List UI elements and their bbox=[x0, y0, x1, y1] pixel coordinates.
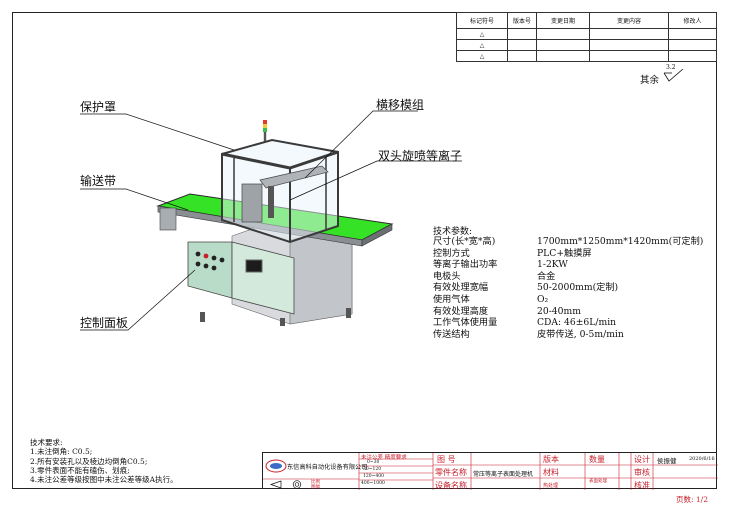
rev-header-editor: 修改人 bbox=[668, 11, 717, 30]
review-label: 审核 bbox=[634, 468, 650, 477]
roughness-value: 3.2 bbox=[666, 64, 676, 71]
page-number: 页数: 1/2 bbox=[676, 495, 708, 504]
remaining-label: 其余 bbox=[640, 75, 660, 86]
company-logo-icon bbox=[265, 459, 287, 473]
machine-illustration bbox=[156, 120, 394, 326]
tech-req-item: 3.零件表面不能有磕伤、划痕; bbox=[30, 465, 130, 475]
tech-req-title: 技术要求: bbox=[30, 438, 63, 447]
part-name: 常压等离子表面处理机 bbox=[473, 471, 534, 478]
tech-requirements: 技术要求: 1.未注倒角: C0.5; 2.所有安装孔以及棱边均倒角C0.5; … bbox=[30, 438, 178, 484]
rev-header-content: 变更内容 bbox=[589, 11, 669, 30]
device-name-label: 设备名称 bbox=[435, 481, 467, 490]
revision-table: 标记符号 版本号 变更日期 变更内容 修改人 △ △ △ bbox=[456, 11, 717, 62]
tolerance-row: 400~1000 bbox=[361, 481, 385, 486]
design-date: 2020/6/16 bbox=[689, 456, 715, 462]
tech-req-item: 1.未注倒角: C0.5; bbox=[30, 447, 93, 457]
tech-req-item: 4.未注公差等级按图中未注公差等级A执行。 bbox=[30, 475, 178, 485]
approve-label: 核准 bbox=[634, 481, 650, 490]
material-label: 材料 bbox=[543, 468, 559, 477]
tech-req-item: 2.所有安装孔以及棱边均倒角C0.5; bbox=[30, 456, 148, 466]
roughness-symbol bbox=[663, 69, 684, 82]
tolerance-row: 30~120 bbox=[363, 467, 382, 472]
projection-symbol-icon bbox=[269, 480, 302, 489]
format-label: 图幅 bbox=[311, 485, 320, 490]
design-label: 设计 bbox=[634, 455, 650, 464]
callout-panel: 控制面板 bbox=[80, 316, 129, 330]
title-block-grid bbox=[263, 453, 718, 490]
tolerance-row: 120~400 bbox=[363, 474, 384, 479]
spec-row: 尺寸(长*宽*高)1700mm*1250mm*1420mm(可定制) bbox=[433, 236, 704, 247]
title-block: 东信高科自动化设备有限公司 比例 图幅 未注公差 精度要求 0~30 30~12… bbox=[262, 452, 718, 490]
quantity-label: 数量 bbox=[589, 455, 605, 464]
callout-guard: 保护罩 bbox=[80, 100, 117, 114]
version-label: 版本 bbox=[543, 455, 559, 464]
spec-heading: 技术参数: bbox=[433, 227, 473, 237]
spec-row: 电极头合金 bbox=[433, 270, 556, 282]
callout-plasma: 双头旋喷等离子 bbox=[378, 149, 463, 163]
scale-label: 比例 bbox=[311, 480, 320, 485]
tolerance-title: 未注公差 精度要求 bbox=[361, 455, 407, 461]
surface-treatment-label: 表面处理 bbox=[589, 479, 607, 484]
part-name-label: 零件名称 bbox=[435, 468, 467, 477]
designer-name: 侯振健 bbox=[657, 457, 677, 465]
company-name: 东信高科自动化设备有限公司 bbox=[287, 464, 368, 471]
tolerance-row: 0~30 bbox=[367, 460, 380, 465]
drawing-no-label: 图 号 bbox=[437, 455, 456, 464]
callout-conveyor: 输送带 bbox=[80, 174, 117, 188]
heat-treatment-label: 热处理 bbox=[543, 483, 559, 489]
spec-row: 传送结构皮带传送, 0-5m/min bbox=[433, 328, 624, 340]
callout-traverse: 横移模组 bbox=[376, 98, 425, 112]
rev-header-mark: 标记符号 bbox=[456, 11, 508, 30]
